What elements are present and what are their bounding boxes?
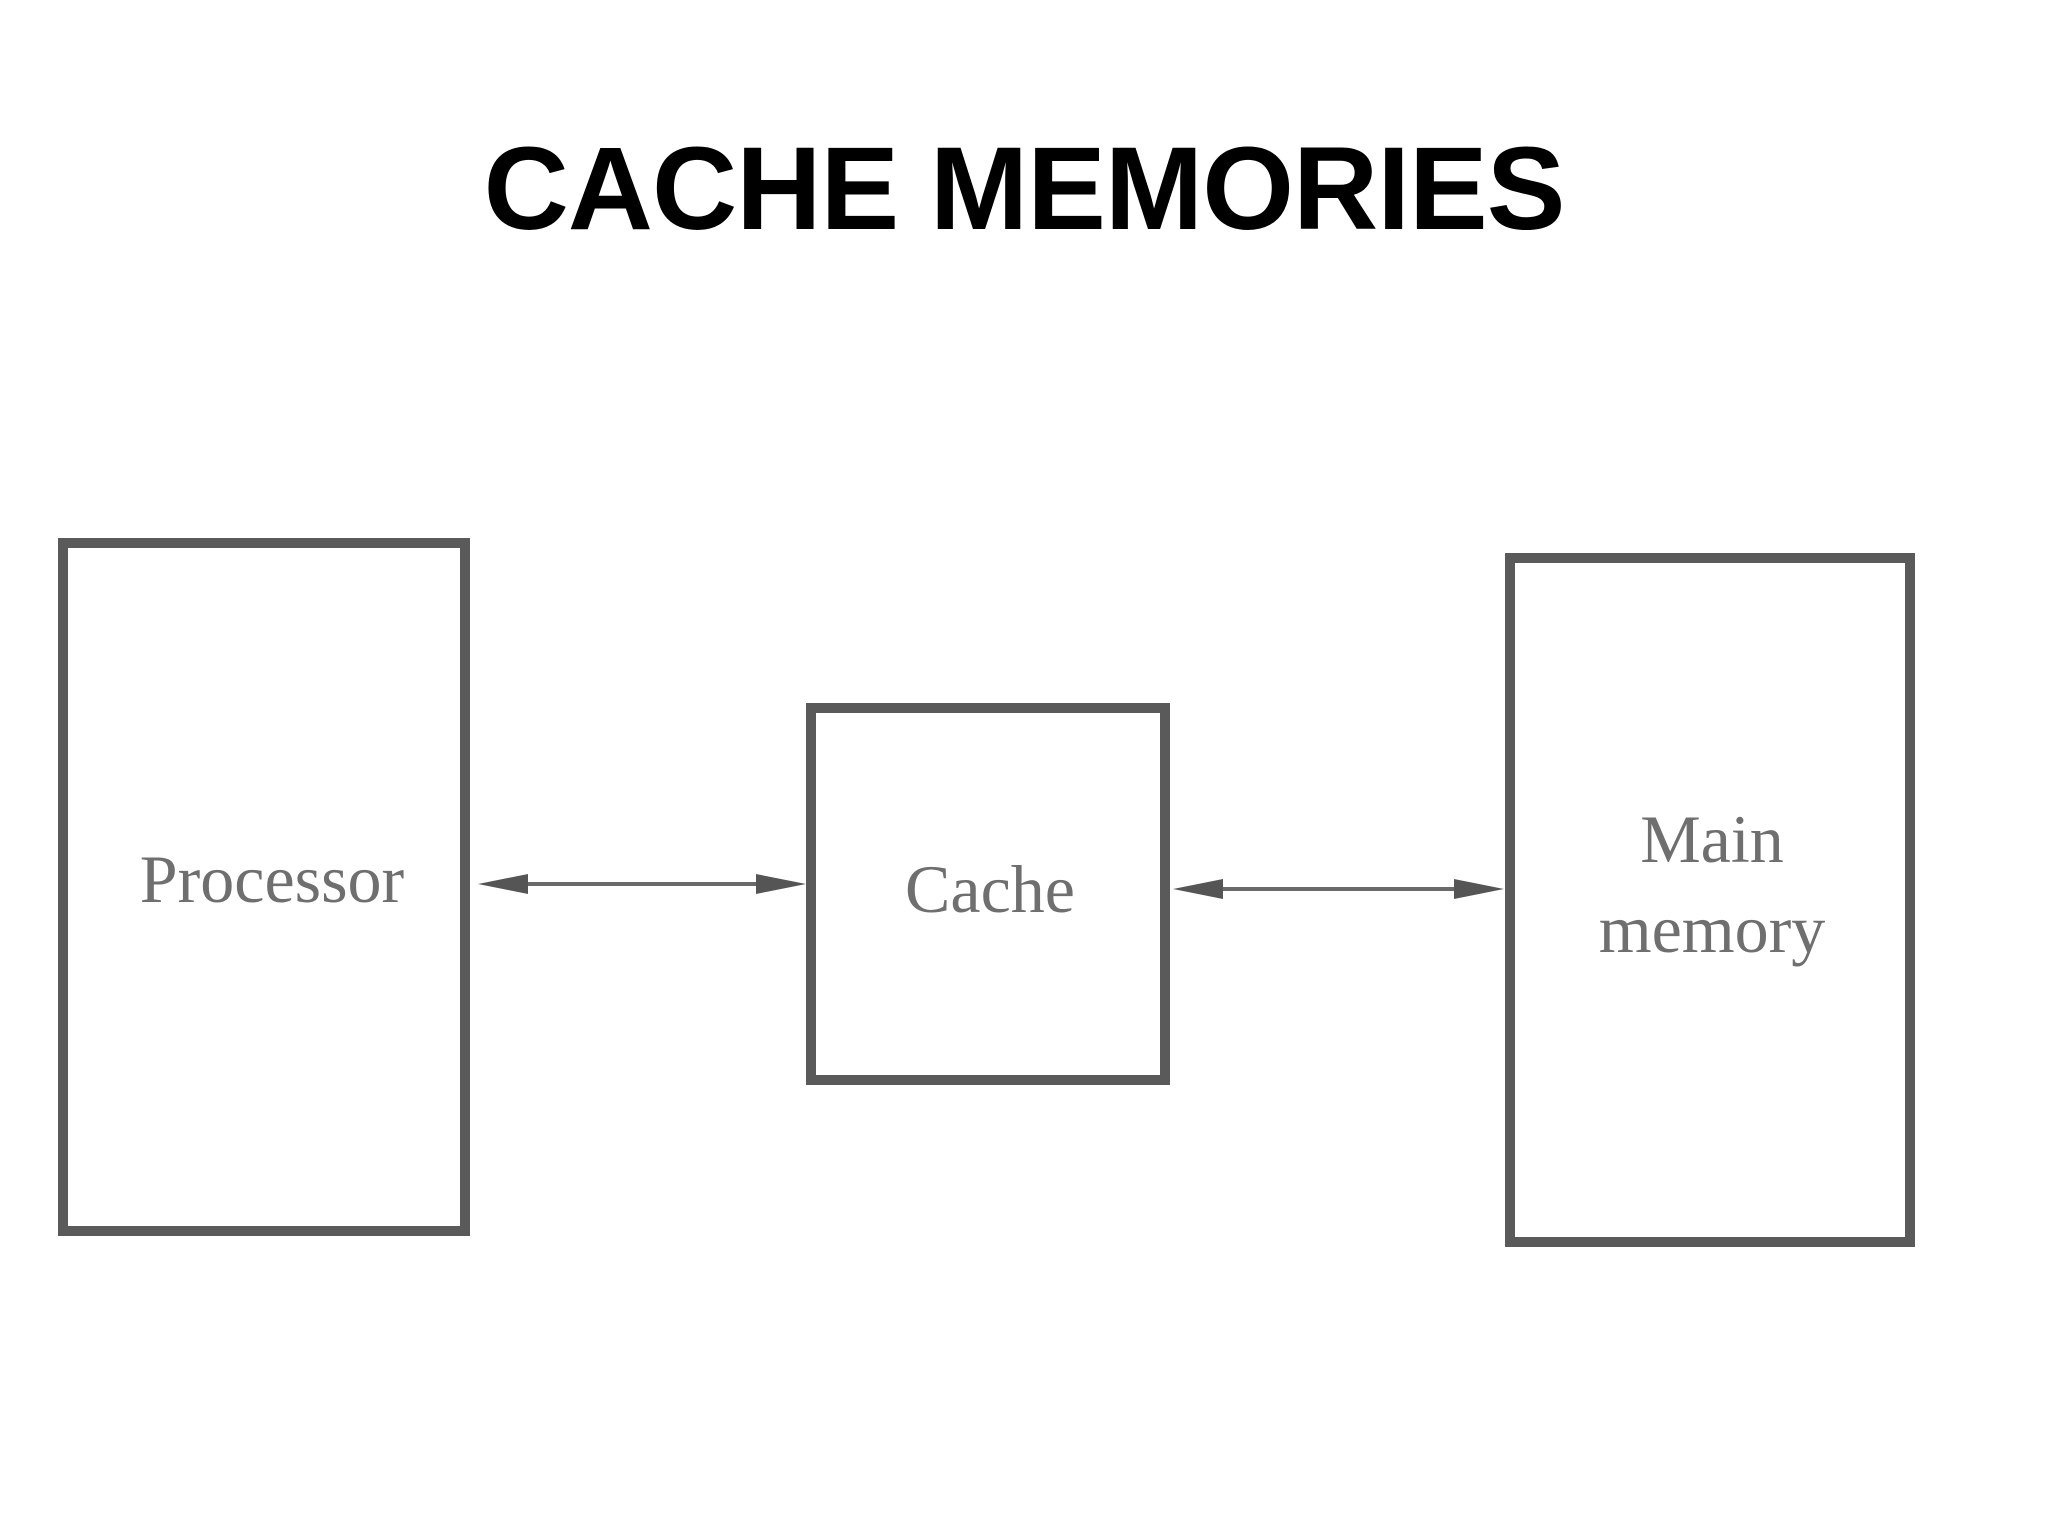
main-memory-label-line2: memory xyxy=(1599,891,1826,967)
main-memory-node: Main memory xyxy=(1505,553,1915,1247)
arrow-left-head-icon xyxy=(1173,879,1223,899)
slide-title: CACHE MEMORIES xyxy=(483,123,1566,255)
cache-node: Cache xyxy=(806,703,1170,1085)
cache-box xyxy=(806,703,1170,1085)
main-memory-box xyxy=(1505,553,1915,1247)
processor-box xyxy=(58,538,470,1236)
processor-cache-arrow xyxy=(478,874,806,894)
cache-memory-arrow xyxy=(1173,879,1504,899)
processor-label: Processor xyxy=(140,841,405,917)
cache-label: Cache xyxy=(905,851,1075,927)
main-memory-label-line1: Main xyxy=(1640,801,1784,877)
arrow-right-head-icon xyxy=(756,874,806,894)
processor-node: Processor xyxy=(58,538,470,1236)
arrow-left-head-icon xyxy=(478,874,528,894)
arrow-right-head-icon xyxy=(1454,879,1504,899)
